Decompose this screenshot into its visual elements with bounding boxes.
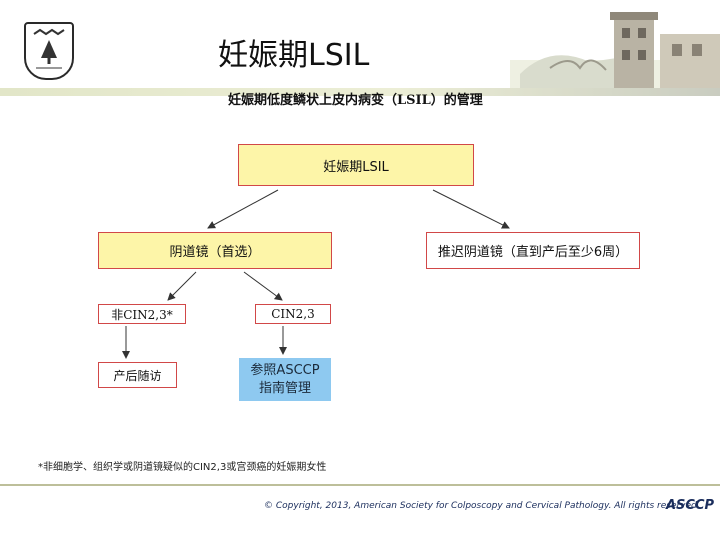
node-cin23-label: CIN2,3 — [271, 307, 315, 321]
footnote: *非细胞学、组织学或阴道镜疑似的CIN2,3或宫颈癌的妊娠期女性 — [38, 462, 327, 473]
node-non-cin23: 非CIN2,3* — [98, 304, 186, 324]
node-asccp-guidelines: 参照ASCCP 指南管理 — [239, 358, 331, 401]
node-non-cin23-label: 非CIN2,3* — [111, 307, 173, 322]
campus-building-illustration — [510, 12, 720, 96]
node-defer-colposcopy: 推迟阴道镜（直到产后至少6周） — [426, 232, 640, 269]
node-asccp-line2: 指南管理 — [258, 380, 311, 396]
node-postpartum-label: 产后随访 — [113, 368, 162, 383]
node-asccp-line1: 参照ASCCP — [250, 362, 320, 378]
node-postpartum-followup: 产后随访 — [98, 362, 177, 388]
node-defer-label: 推迟阴道镜（直到产后至少6周） — [437, 245, 629, 260]
page-subtitle: 妊娠期低度鳞状上皮内病变（LSIL）的管理 — [228, 93, 483, 108]
arrow-colposcopy-to-cin — [243, 271, 283, 301]
node-pregnancy-lsil: 妊娠期LSIL — [238, 144, 474, 186]
node-colposcopy-preferred: 阴道镜（首选） — [98, 232, 332, 269]
asccp-logo: ASCCP — [666, 496, 714, 514]
university-seal-logo — [24, 22, 74, 80]
arrow-root-to-defer — [432, 189, 510, 229]
seal-emblem-icon — [33, 28, 65, 69]
node-cin23: CIN2,3 — [255, 304, 331, 324]
asccp-logo-text: ASCCP — [666, 497, 715, 513]
copyright-notice: © Copyright, 2013, American Society for … — [264, 501, 700, 511]
footer-divider — [0, 484, 720, 486]
page-title: 妊娠期LSIL — [218, 38, 370, 73]
arrow-colposcopy-to-non-cin — [167, 271, 197, 301]
arrow-root-to-colposcopy — [207, 189, 279, 229]
node-asccp-text: 参照ASCCP 指南管理 — [250, 362, 319, 398]
node-colposcopy-label: 阴道镜（首选） — [169, 245, 261, 260]
node-pregnancy-lsil-label: 妊娠期LSIL — [323, 159, 389, 175]
header-divider-band — [0, 88, 720, 96]
